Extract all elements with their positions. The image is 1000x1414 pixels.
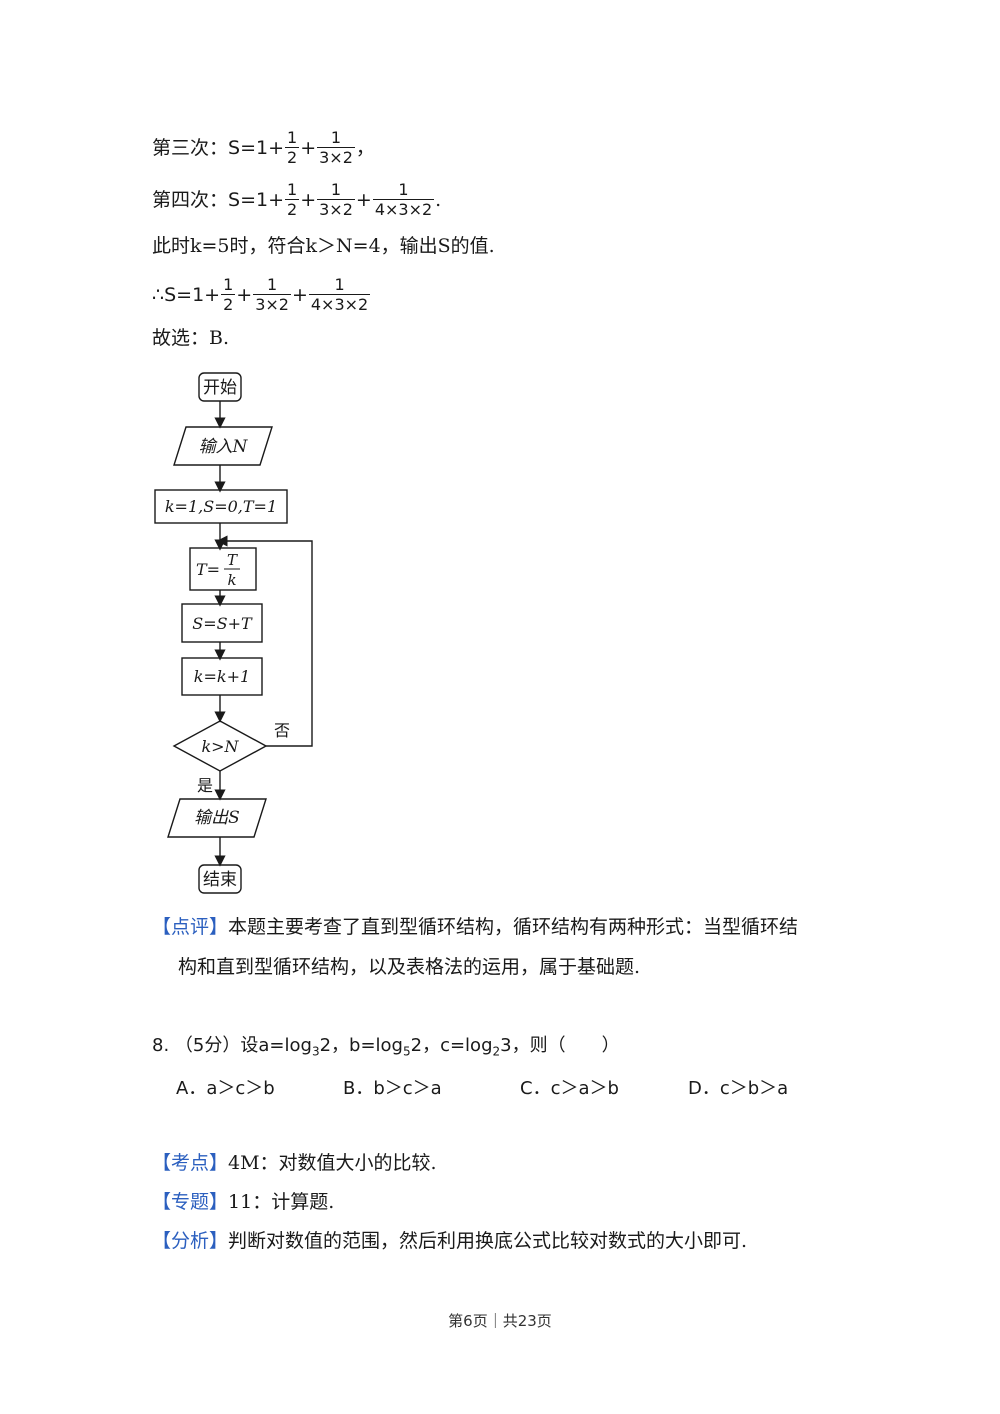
yes-label: 是 xyxy=(197,776,213,795)
t-update-num: T xyxy=(227,551,238,569)
review-line-2: 构和直到型循环结构，以及表格法的运用，属于基础题. xyxy=(178,956,641,978)
fourth-label: 第四次： xyxy=(152,188,229,211)
t-update-left: T= xyxy=(196,560,220,579)
flowchart: 开始 输入N k=1,S=0,T=1 T= T k S=S+T k=k+1 k>… xyxy=(154,372,313,894)
start-label: 开始 xyxy=(203,378,237,398)
t-update-den: k xyxy=(227,571,236,589)
init-label: k=1,S=0,T=1 xyxy=(165,497,277,516)
review-tag: 【点评】 xyxy=(152,916,229,938)
output-label: 输出S xyxy=(194,808,240,828)
k-update-label: k=k+1 xyxy=(194,667,250,686)
no-label: 否 xyxy=(274,721,290,740)
analyze-tag: 【分析】 xyxy=(152,1230,229,1252)
point-line: 【考点】4M：对数值大小的比较. xyxy=(152,1152,437,1174)
review-line-1: 【点评】本题主要考查了直到型循环结构，循环结构有两种形式：当型循环结 xyxy=(152,916,799,938)
point-tag: 【考点】 xyxy=(152,1152,229,1174)
input-label: 输入N xyxy=(199,437,249,457)
option-d[interactable]: D．c＞b＞a xyxy=(688,1078,789,1099)
third-expr-start: S=1+ xyxy=(228,136,285,159)
option-c[interactable]: C．c＞a＞b xyxy=(520,1078,619,1099)
s-update-label: S=S+T xyxy=(192,614,253,633)
question-8: 8. （5分）设a=log32，b=log52，c=log23，则（ ） xyxy=(152,1035,620,1059)
third-label: 第三次： xyxy=(152,136,229,159)
page-footer: 第6页｜共23页 xyxy=(448,1312,552,1330)
s-update-box xyxy=(181,603,263,643)
input-parallelogram xyxy=(173,426,273,466)
question-number: 8. xyxy=(152,1035,170,1056)
analyze-line: 【分析】判断对数值的范围，然后利用换底公式比较对数式的大小即可. xyxy=(152,1230,748,1252)
t-update-box xyxy=(189,547,257,591)
end-label: 结束 xyxy=(203,870,237,890)
init-box xyxy=(154,489,288,524)
decision-label: k>N xyxy=(201,737,239,756)
end-terminal xyxy=(198,864,242,894)
topic-tag: 【专题】 xyxy=(152,1191,229,1213)
answer-choice: 故选：B. xyxy=(152,327,230,349)
output-parallelogram xyxy=(167,798,267,838)
option-b[interactable]: B．b＞c＞a xyxy=(343,1078,442,1099)
condition-line: 此时k=5时，符合k＞N=4，输出S的值. xyxy=(152,235,495,257)
option-a[interactable]: A．a＞c＞b xyxy=(176,1078,275,1099)
topic-line: 【专题】11：计算题. xyxy=(152,1191,335,1213)
k-update-box xyxy=(181,657,263,696)
